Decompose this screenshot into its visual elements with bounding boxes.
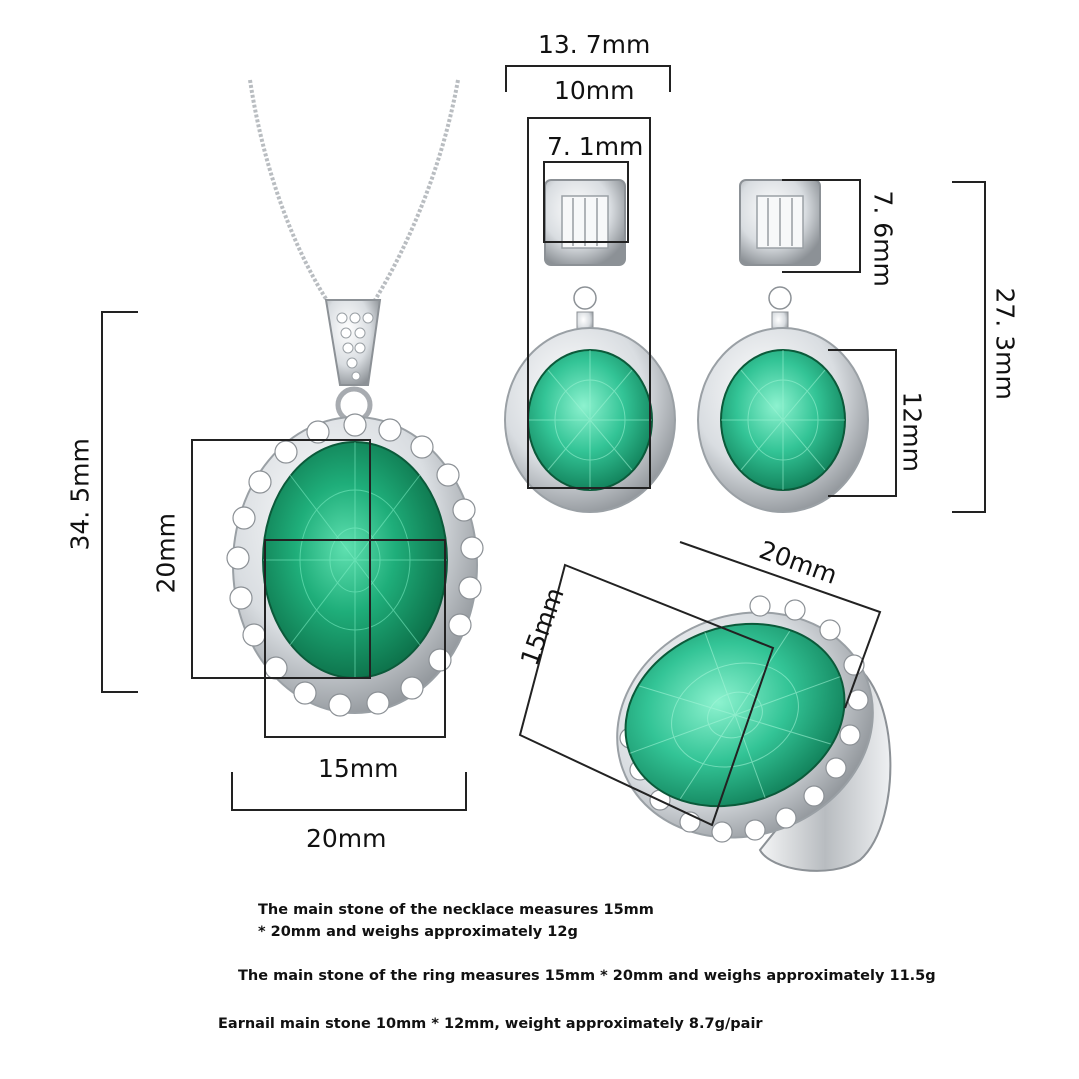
necklace-height-label: 34. 5mm — [65, 438, 95, 551]
earnail-caption: Earnail main stone 10mm * 12mm, weight a… — [218, 1016, 763, 1032]
ring-caption: The main stone of the ring measures 15mm… — [238, 968, 936, 984]
necklace-stone-facets — [263, 442, 447, 678]
necklace-stone-width-label: 15mm — [318, 754, 399, 783]
earring-total-height-label: 27. 3mm — [990, 287, 1020, 400]
necklace-dimension-lines — [101, 311, 467, 811]
necklace-caption-line1: The main stone of the necklace measures … — [258, 902, 654, 918]
bail-stones — [336, 312, 374, 381]
necklace-stone-height-label: 20mm — [151, 512, 181, 594]
earring-stone-width-label: 10mm — [554, 76, 635, 105]
earring-dimension-lines — [505, 65, 986, 513]
ring-dimension-lines — [518, 541, 882, 827]
necklace — [226, 79, 484, 717]
earring-left — [504, 179, 676, 513]
necklace-bail — [324, 299, 382, 386]
necklace-caption-line2: * 20mm and weighs approximately 12g — [258, 924, 578, 940]
earring-top-height-label: 7. 6mm — [868, 190, 898, 287]
earring-total-width-label: 13. 7mm — [538, 30, 651, 59]
necklace-chain — [248, 79, 460, 307]
necklace-width-label: 20mm — [306, 824, 387, 853]
earring-right — [697, 179, 869, 513]
earring-stone-height-label: 12mm — [897, 391, 927, 473]
earring-top-width-label: 7. 1mm — [547, 132, 644, 161]
ring — [616, 595, 892, 872]
